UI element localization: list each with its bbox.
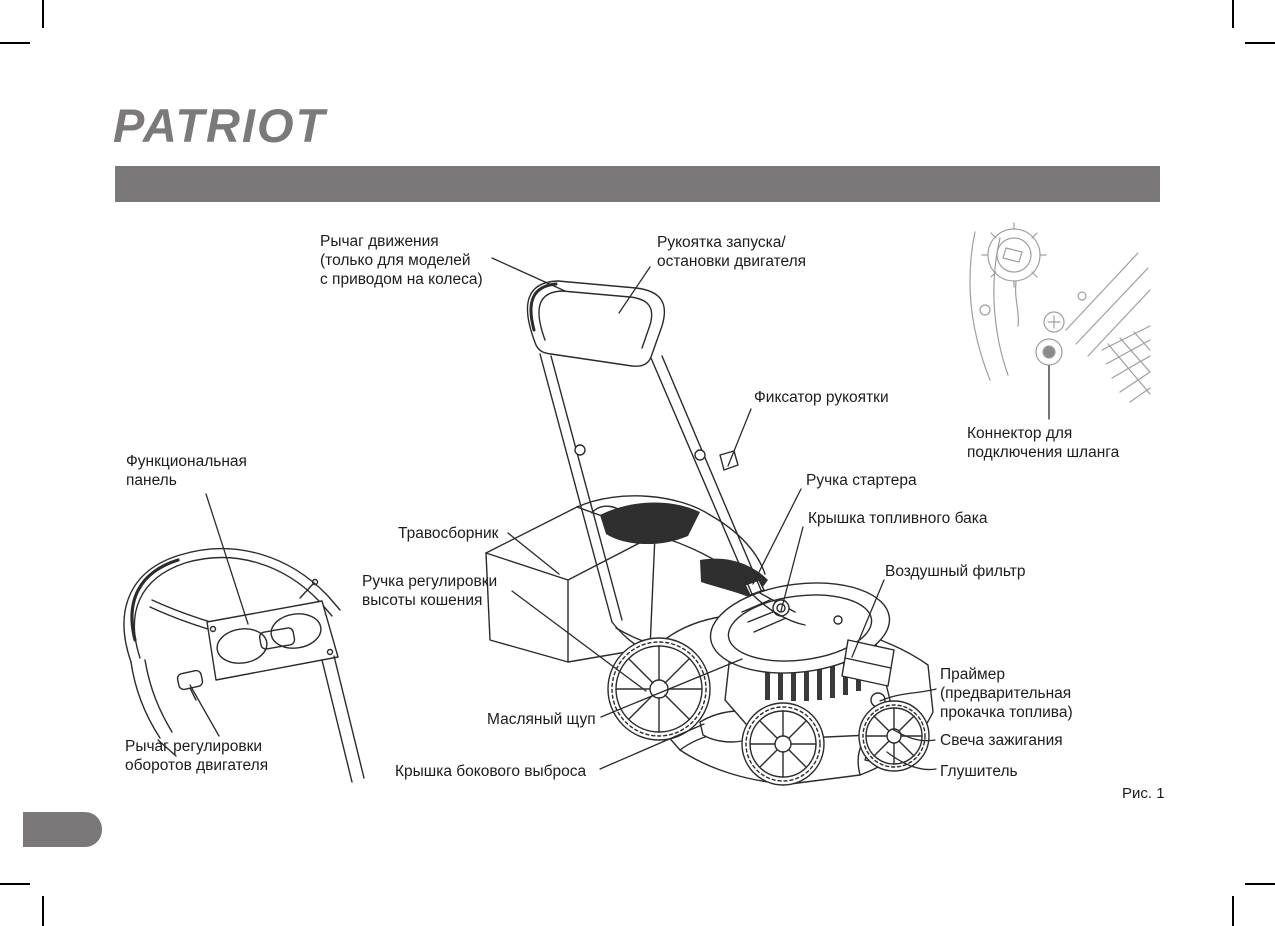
label-hose-connector: Коннектор для подключения шланга: [967, 425, 1120, 462]
crop-mark-bottom-right-h: [1245, 883, 1275, 885]
label-drive-lever: Рычаг движения (только для моделей с при…: [320, 233, 483, 289]
label-fuel-tank-cap: Крышка топливного бака: [808, 510, 988, 527]
crop-mark-top-left-h: [0, 42, 30, 44]
label-cutting-height-handle: Ручка регулировки высоты кошения: [362, 573, 498, 610]
callout-leader-lines: [189, 257, 1050, 771]
crop-mark-bottom-left-h: [0, 883, 30, 885]
label-oil-dipstick: Масляный щуп: [487, 711, 596, 728]
crop-mark-top-right-v: [1232, 0, 1234, 28]
label-starter-handle: Ручка стартера: [806, 472, 917, 489]
label-spark-plug: Свеча зажигания: [940, 732, 1063, 749]
label-side-discharge-cover: Крышка бокового выброса: [395, 763, 587, 780]
label-muffler: Глушитель: [940, 763, 1018, 780]
crop-mark-top-right-h: [1245, 42, 1275, 44]
label-handle-lock: Фиксатор рукоятки: [754, 389, 889, 406]
label-start-stop-handle: Рукоятка запуска/ остановки двигателя: [657, 234, 807, 271]
figure-caption: Рис. 1: [1122, 785, 1165, 802]
label-engine-speed-lever: Рычаг регулировки оборотов двигателя: [125, 738, 269, 775]
brand-logo: PATRIOT: [113, 99, 327, 152]
mower-drawing: [485, 280, 934, 786]
crop-mark-bottom-right-v: [1232, 896, 1234, 926]
label-primer: Праймер (предварительная прокачка топлив…: [940, 666, 1073, 722]
page-edge-tab: [23, 812, 102, 847]
crop-mark-bottom-left-v: [42, 896, 44, 926]
label-air-filter: Воздушный фильтр: [885, 563, 1026, 580]
label-grass-catcher: Травосборник: [398, 525, 499, 542]
label-functional-panel: Функциональная панель: [126, 453, 247, 490]
section-title-bar: [115, 166, 1160, 202]
hose-connector-inset-drawing: [969, 222, 1151, 403]
crop-mark-top-left-v: [42, 0, 44, 28]
handle-panel-inset-drawing: [123, 547, 365, 783]
